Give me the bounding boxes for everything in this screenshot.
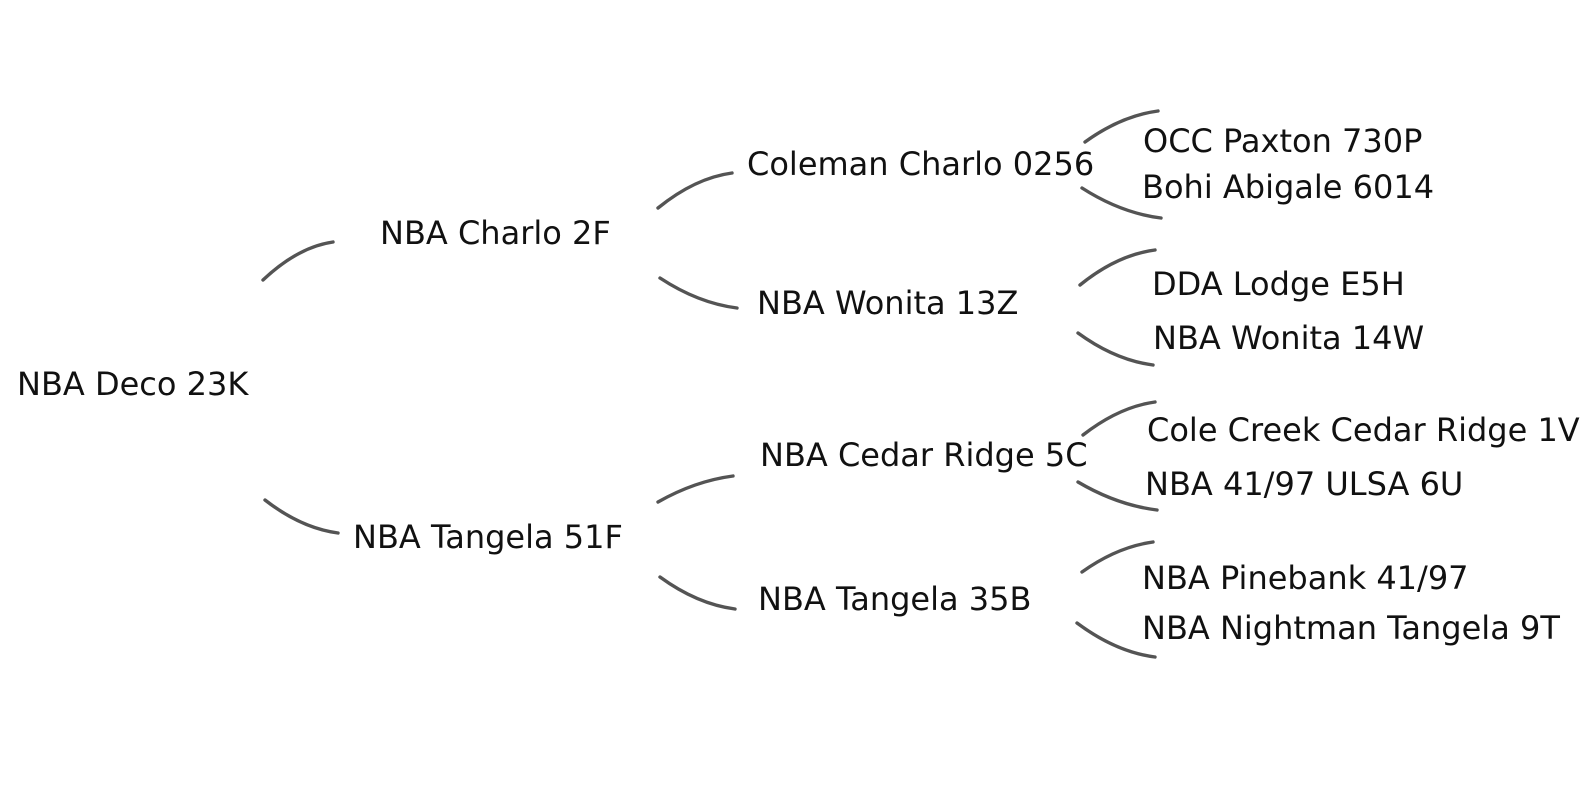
tree-node-bohi-abigale-6014: Bohi Abigale 6014 [1142,168,1435,207]
tree-node-dda-lodge-e5h: DDA Lodge E5H [1152,265,1405,304]
tree-node-ulsa-6u: NBA 41/97 ULSA 6U [1145,465,1464,504]
connector-cedar-ridge-5c-to-ulsa-6u [1076,480,1159,512]
tree-node-pinebank-4197: NBA Pinebank 41/97 [1142,559,1469,598]
connector-tangela-51f-to-tangela-35b [658,575,737,611]
tree-node-root: NBA Deco 23K [17,365,249,404]
connector-root-to-charlo-2f [261,240,335,282]
connector-coleman-to-bohi-abigale-6014 [1080,186,1163,220]
connector-wonita-13z-to-dda-lodge-e5h [1078,248,1157,287]
connector-wonita-13z-to-wonita-14w [1076,331,1155,367]
tree-node-cole-creek-cedar-ridge-1v: Cole Creek Cedar Ridge 1V [1147,411,1580,450]
connector-coleman-to-occ-paxton-730p [1083,109,1160,144]
tree-node-nightman-tangela-9t: NBA Nightman Tangela 9T [1142,609,1560,648]
connector-tangela-35b-to-pinebank-4197 [1080,540,1155,574]
tree-node-tangela-35b: NBA Tangela 35B [758,580,1032,619]
tree-node-cedar-ridge-5c: NBA Cedar Ridge 5C [760,436,1088,475]
tree-node-charlo-2f: NBA Charlo 2F [380,214,611,253]
tree-node-tangela-51f: NBA Tangela 51F [353,518,623,557]
tree-node-occ-paxton-730p: OCC Paxton 730P [1143,122,1423,161]
connector-root-to-tangela-51f [263,498,340,535]
tree-node-coleman-charlo-0256: Coleman Charlo 0256 [747,145,1095,184]
tree-node-wonita-14w: NBA Wonita 14W [1153,319,1425,358]
connector-charlo-2f-to-coleman-charlo-0256 [656,171,734,210]
connector-tangela-51f-to-cedar-ridge-5c [656,474,735,504]
connector-cedar-ridge-5c-to-cole-creek-1v [1081,400,1157,437]
connector-charlo-2f-to-wonita-13z [658,276,739,310]
connector-tangela-35b-to-nightman-tangela-9t [1075,621,1157,659]
tree-node-wonita-13z: NBA Wonita 13Z [757,284,1019,323]
